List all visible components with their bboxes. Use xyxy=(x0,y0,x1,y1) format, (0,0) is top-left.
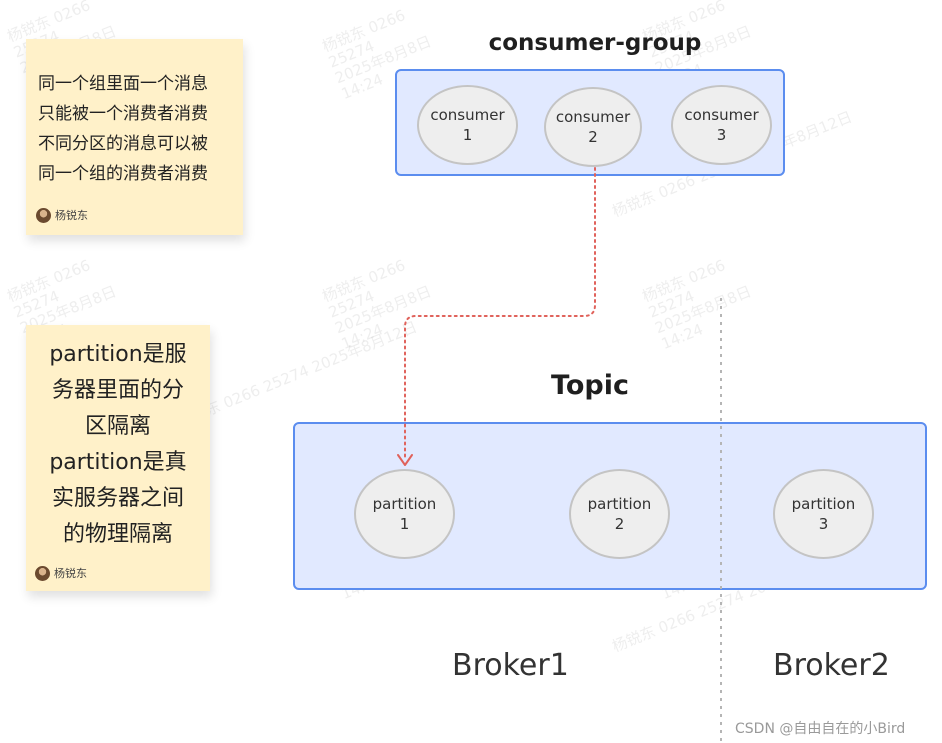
note-line: 区隔离 xyxy=(84,414,151,439)
note-line: 只能被一个消费者消费 xyxy=(38,104,208,124)
note-line: partition是真 xyxy=(49,450,187,475)
consumer-node-3[interactable]: consumer 3 xyxy=(671,85,772,165)
avatar xyxy=(36,207,51,223)
sticky-note-text: partition是服 务器里面的分 区隔离 partition是真 实服务器之… xyxy=(26,337,210,553)
note-author: 杨锐东 xyxy=(36,207,88,223)
avatar xyxy=(35,565,50,581)
note-line: 不同分区的消息可以被 xyxy=(38,134,208,154)
partition-node-1[interactable]: partition 1 xyxy=(354,469,455,559)
partition-label: partition xyxy=(587,495,652,513)
consumer-index: 1 xyxy=(462,126,473,144)
partition-index: 3 xyxy=(818,515,829,533)
consumer-to-partition-arrow[interactable] xyxy=(404,167,596,461)
partition-index: 1 xyxy=(399,515,410,533)
note-author-name: 杨锐东 xyxy=(55,209,88,222)
partition-label: partition xyxy=(372,495,437,513)
note-line: 的物理隔离 xyxy=(62,522,173,547)
note-line: 实服务器之间 xyxy=(51,486,184,511)
sticky-note-group-rule[interactable]: 同一个组里面一个消息 只能被一个消费者消费 不同分区的消息可以被 同一个组的消费… xyxy=(26,39,243,235)
sticky-note-text: 同一个组里面一个消息 只能被一个消费者消费 不同分区的消息可以被 同一个组的消费… xyxy=(38,69,208,189)
topic-title: Topic xyxy=(551,370,629,401)
note-line: 务器里面的分 xyxy=(51,378,184,403)
note-line: 同一个组的消费者消费 xyxy=(38,164,208,184)
sticky-note-partition[interactable]: partition是服 务器里面的分 区隔离 partition是真 实服务器之… xyxy=(26,325,210,591)
consumer-group-title: consumer-group xyxy=(488,30,702,56)
partition-index: 2 xyxy=(614,515,625,533)
consumer-node-1[interactable]: consumer 1 xyxy=(417,85,518,165)
consumer-index: 2 xyxy=(588,128,598,146)
partition-node-2[interactable]: partition 2 xyxy=(569,469,670,559)
consumer-label: consumer xyxy=(684,106,759,124)
note-author-name: 杨锐东 xyxy=(54,567,87,580)
note-author: 杨锐东 xyxy=(35,565,87,581)
broker-label-1: Broker1 xyxy=(452,648,569,683)
footer-credit: CSDN @自由自在的小Bird xyxy=(735,721,906,737)
arrow-head-icon xyxy=(397,454,413,466)
consumer-node-2[interactable]: consumer 2 xyxy=(544,87,642,167)
consumer-label: consumer xyxy=(555,108,631,126)
note-line: partition是服 xyxy=(49,342,187,367)
partition-node-3[interactable]: partition 3 xyxy=(773,469,874,559)
partition-label: partition xyxy=(791,495,856,513)
broker-label-2: Broker2 xyxy=(773,648,890,683)
consumer-label: consumer xyxy=(430,106,505,124)
note-line: 同一个组里面一个消息 xyxy=(38,74,208,94)
consumer-index: 3 xyxy=(716,126,727,144)
